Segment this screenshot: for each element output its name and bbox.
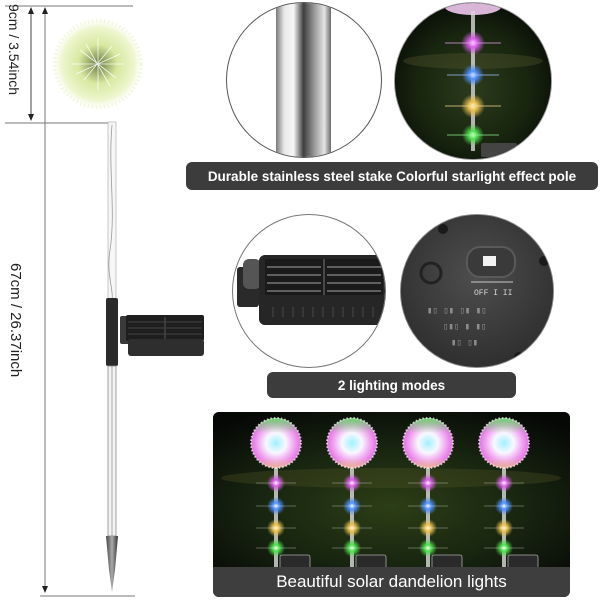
light-pink: [445, 31, 501, 55]
light-blue: [447, 64, 499, 86]
switch-closeup: OFF I II ▮▯ ▯▮ ▯▮ ▮▯ ▯▮▯ ▮ ▮▯ ▮▯ ▯▮: [400, 214, 554, 368]
light-pink: [408, 474, 448, 492]
light-blue: [484, 497, 524, 515]
svg-text:▯▮▯ ▮ ▮▯: ▯▮▯ ▮ ▮▯: [443, 322, 486, 332]
dandelion-lamp: [250, 417, 311, 570]
solar-panel-closeup: [232, 214, 386, 368]
total-dimension-line: [40, 7, 135, 597]
light-yellow: [408, 519, 448, 537]
mode-switch: [483, 256, 496, 266]
dandelion-lamp: [402, 417, 463, 570]
light-yellow: [256, 519, 296, 537]
total-height-label: 67cm / 26.37inch: [7, 263, 24, 378]
solar-panel: [120, 315, 204, 356]
solar-panel-image: [237, 255, 385, 325]
light-yellow: [332, 519, 372, 537]
head-dimension-line: [5, 5, 133, 124]
dandelion-lamp: [326, 417, 387, 570]
light-pink: [332, 474, 372, 492]
starlight-pole-image: [395, 3, 551, 159]
light-blue: [408, 497, 448, 515]
svg-text:▮▯ ▯▮ ▯▮ ▮▯: ▮▯ ▯▮ ▯▮ ▮▯: [427, 306, 487, 316]
light-green: [256, 539, 296, 557]
light-blue: [332, 497, 372, 515]
stainless-stake-closeup: [226, 2, 382, 158]
dandelion-lights-scene: [213, 412, 570, 570]
product-illustration: [5, 5, 204, 597]
dandelion-head: [53, 19, 143, 109]
feature-caption-lighting-modes: 2 lighting modes: [267, 372, 516, 398]
light-pink: [484, 474, 524, 492]
pole: [106, 121, 118, 592]
switch-panel-image: OFF I II ▮▯ ▯▮ ▯▮ ▮▯ ▯▮▯ ▮ ▮▯ ▮▯ ▯▮: [401, 215, 553, 367]
light-pink: [256, 474, 296, 492]
switch-label: OFF I II: [474, 289, 512, 298]
night-scene-panel: Beautiful solar dandelion lights: [213, 412, 570, 597]
starlight-pole-closeup: [394, 2, 552, 160]
steel-pole-image: [276, 3, 331, 157]
light-green: [484, 539, 524, 557]
light-yellow: [484, 519, 524, 537]
light-yellow: [445, 94, 501, 118]
head-height-label: 9cm / 3.54inch: [6, 4, 22, 96]
dandelion-lamp: [478, 417, 539, 570]
feature-caption-dandelion-lights: Beautiful solar dandelion lights: [213, 567, 570, 597]
light-green: [447, 124, 499, 146]
svg-text:▮▯ ▯▮: ▮▯ ▯▮: [451, 338, 478, 348]
light-green: [408, 539, 448, 557]
light-blue: [256, 497, 296, 515]
light-green: [332, 539, 372, 557]
feature-caption-stake-pole: Durable stainless steel stake Colorful s…: [186, 162, 598, 190]
